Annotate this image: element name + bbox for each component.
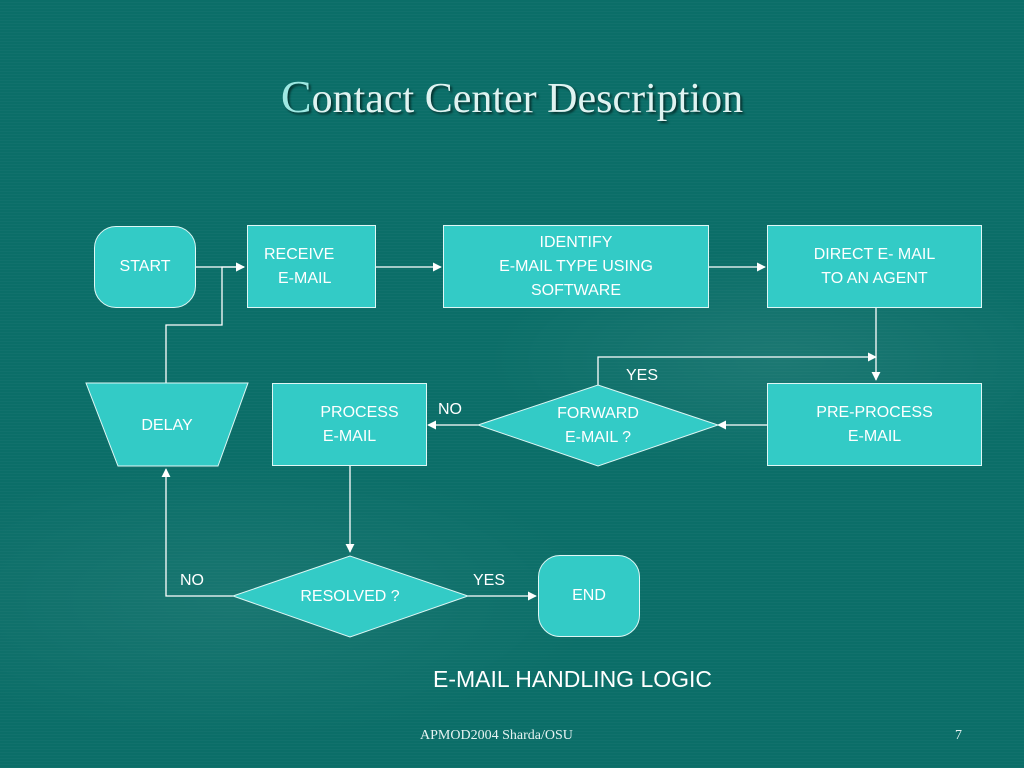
resolved-no-label: NO [180, 572, 204, 589]
delay-node-label: DELAY [141, 417, 193, 434]
arrow-forward-yes [597, 352, 877, 385]
forward-no-label: NO [438, 401, 462, 418]
arrow-delay-to-receive [165, 262, 245, 383]
direct-email-to-agent-node: DIRECT E- MAIL TO AN AGENT [767, 225, 982, 308]
page-number: 7 [955, 728, 962, 743]
identify-email-type-node: IDENTIFY E-MAIL TYPE USING SOFTWARE [443, 225, 709, 308]
resolved-diamond [231, 555, 470, 638]
start-node: START [94, 226, 196, 308]
delay-trapezoid [85, 382, 249, 467]
end-node: END [538, 555, 640, 637]
resolved-yes-label: YES [473, 572, 506, 589]
footer-text: APMOD2004 Sharda/OSU [420, 728, 573, 743]
forward-diamond [476, 384, 720, 467]
receive-email-node: RECEIVE E-MAIL [247, 225, 376, 308]
slide-title: Contact Center Description [280, 71, 744, 122]
forward-yes-label: YES [626, 367, 659, 384]
pre-process-email-node: PRE-PROCESS E-MAIL [767, 383, 982, 466]
arrow-resolved-no [161, 468, 233, 597]
diagram-caption: E-MAIL HANDLING LOGIC [433, 666, 713, 692]
resolved-decision-label: RESOLVED ? [300, 588, 400, 605]
process-email-node: PROCESS E-MAIL [272, 383, 427, 466]
forward-email-decision-label: FORWARD E-MAIL ? [557, 405, 639, 446]
